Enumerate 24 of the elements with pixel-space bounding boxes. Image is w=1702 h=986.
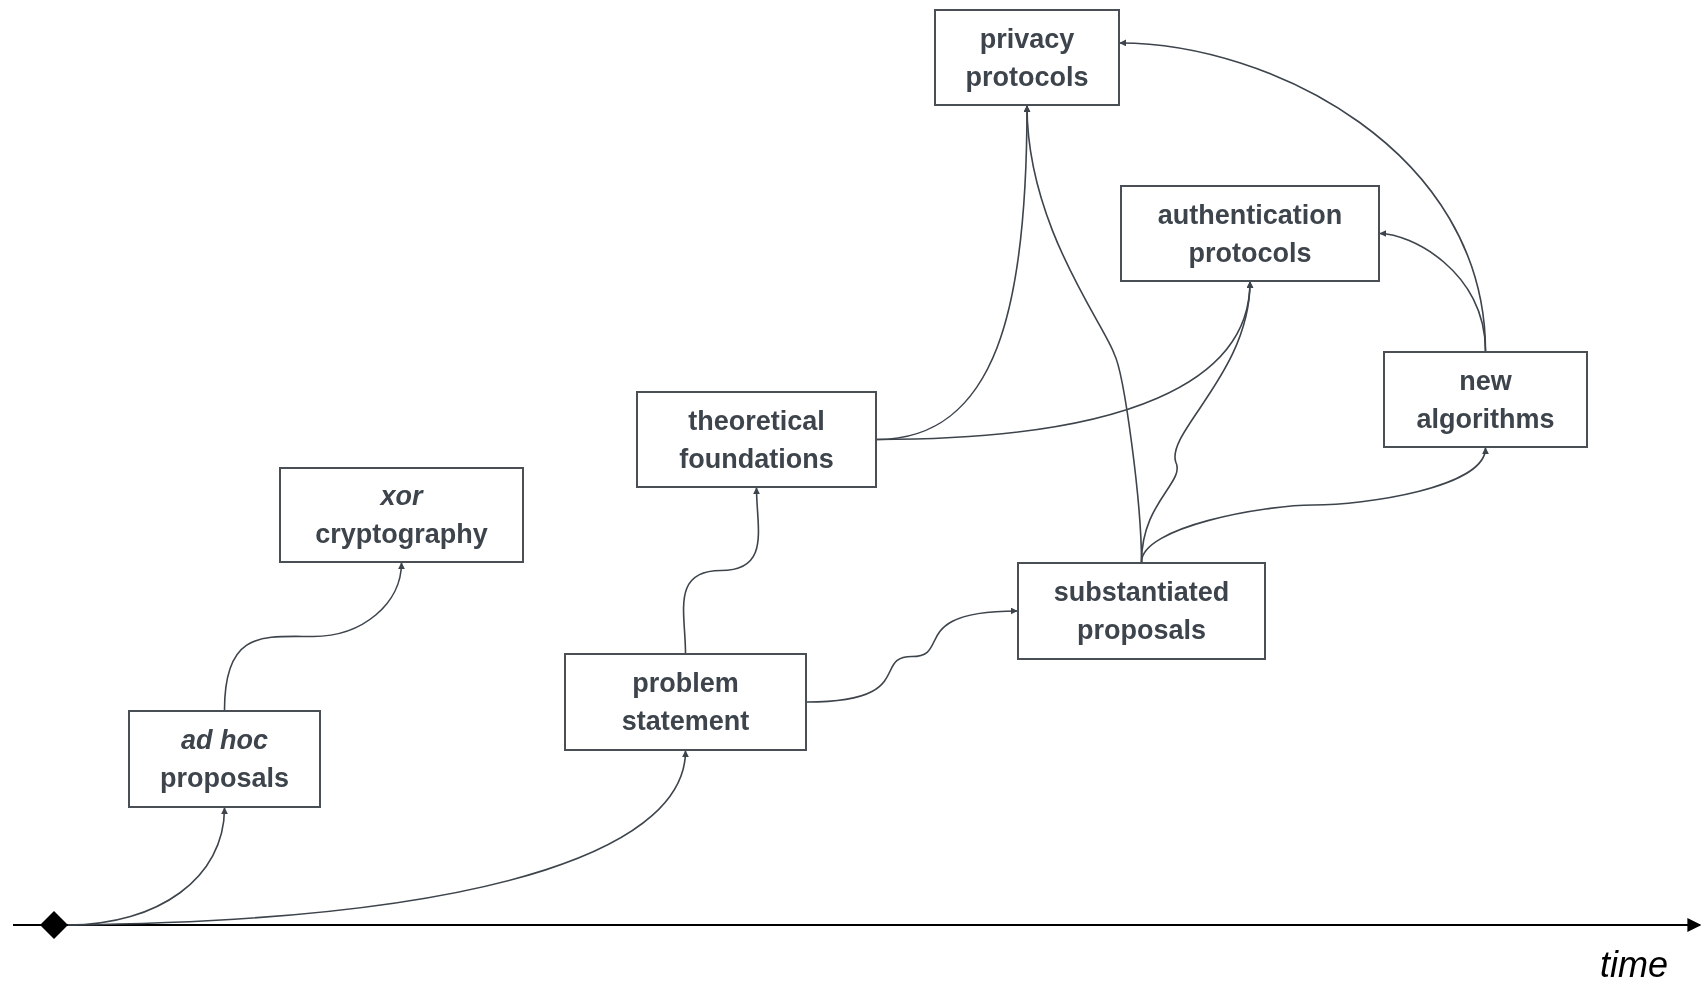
box-label: ad hoc proposals — [159, 724, 290, 795]
arrow — [1119, 39, 1487, 352]
process-box — [1017, 562, 1266, 660]
process-box — [934, 9, 1120, 106]
box-label: substantiated proposals — [1052, 576, 1231, 647]
arrow — [67, 750, 688, 926]
process-box — [636, 391, 877, 488]
arrow — [1140, 447, 1488, 563]
box-label: authentication protocols — [1156, 198, 1344, 270]
axis-label: time — [1600, 944, 1668, 986]
arrow — [223, 562, 405, 711]
box-label: privacy protocols — [964, 22, 1090, 94]
process-box — [279, 467, 524, 563]
process-box — [128, 710, 321, 808]
box-label: new algorithms — [1415, 364, 1556, 436]
box-label: problem statement — [620, 667, 751, 738]
process-box — [1120, 185, 1380, 282]
arrow — [806, 607, 1018, 703]
box-label: theoretical foundations — [678, 404, 835, 476]
box-label: xor cryptography — [314, 480, 489, 551]
process-box — [1383, 351, 1588, 448]
start-diamond — [40, 911, 68, 939]
arrow — [682, 487, 761, 654]
process-box — [564, 653, 807, 751]
